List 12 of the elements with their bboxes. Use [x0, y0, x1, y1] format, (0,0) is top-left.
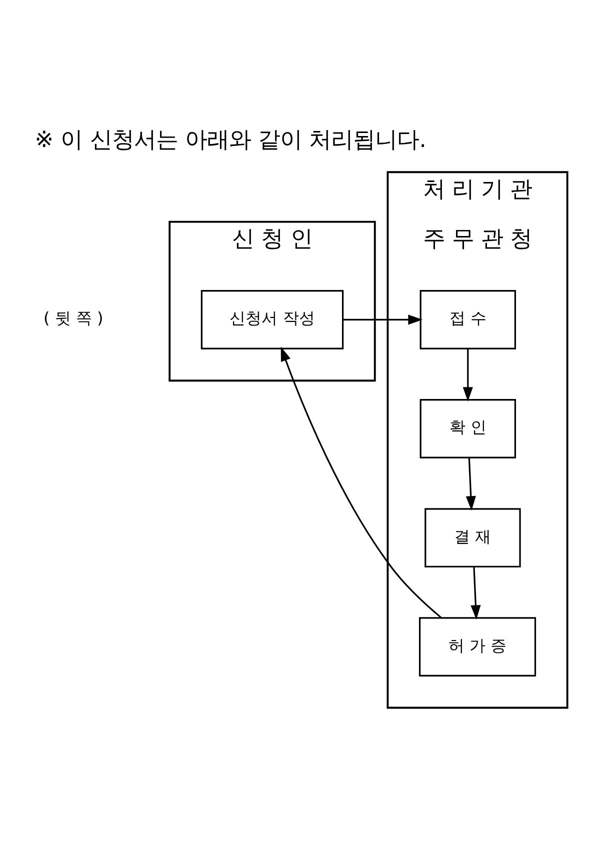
node-box: 신청서 작성 — [200, 290, 344, 349]
arrow — [343, 314, 423, 324]
arrow — [470, 566, 481, 620]
node-box: 접 수 — [420, 290, 516, 349]
arrow — [466, 458, 476, 510]
node-box: 결 재 — [424, 508, 521, 567]
node-box: 허 가 증 — [418, 616, 536, 676]
arrow — [462, 348, 473, 402]
label: ( 뒷 쪽 ) — [43, 308, 104, 328]
node-box: 확 인 — [420, 398, 516, 458]
arrow — [280, 346, 442, 618]
diagram-title: ※ 이 신청서는 아래와 같이 처리됩니다. — [34, 126, 426, 152]
